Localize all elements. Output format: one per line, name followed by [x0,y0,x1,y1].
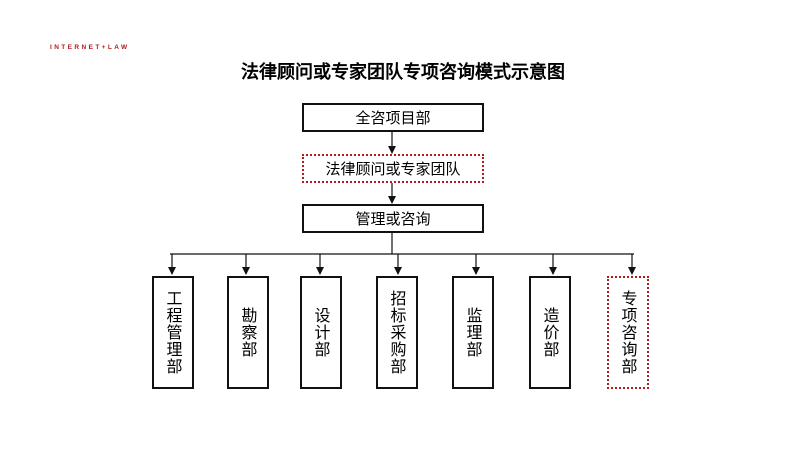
dept-special-consulting: 专项咨询部 [607,276,649,389]
node-management-label: 管理或咨询 [355,210,431,228]
dept-label: 设计部 [311,307,331,358]
dept-label: 监理部 [463,307,483,358]
dept-label: 造价部 [540,307,560,358]
dept-cost: 造价部 [529,276,571,389]
node-expert-team-label: 法律顾问或专家团队 [325,160,461,178]
node-top-label: 全咨项目部 [355,109,431,127]
node-management-consulting: 管理或咨询 [302,204,484,233]
page-title: 法律顾问或专家团队专项咨询模式示意图 [241,62,565,83]
dept-survey: 勘察部 [227,276,269,389]
node-top-project-department: 全咨项目部 [302,103,484,132]
dept-supervision: 监理部 [452,276,494,389]
dept-label: 专项咨询部 [618,290,638,375]
dept-label: 勘察部 [238,307,258,358]
dept-bidding-procurement: 招标采购部 [376,276,418,389]
dept-label: 工程管理部 [163,290,183,375]
brand-logo-text: INTERNET+LAW [50,44,130,51]
dept-label: 招标采购部 [387,290,407,375]
dept-design: 设计部 [300,276,342,389]
node-expert-team: 法律顾问或专家团队 [302,154,484,183]
dept-engineering-management: 工程管理部 [152,276,194,389]
